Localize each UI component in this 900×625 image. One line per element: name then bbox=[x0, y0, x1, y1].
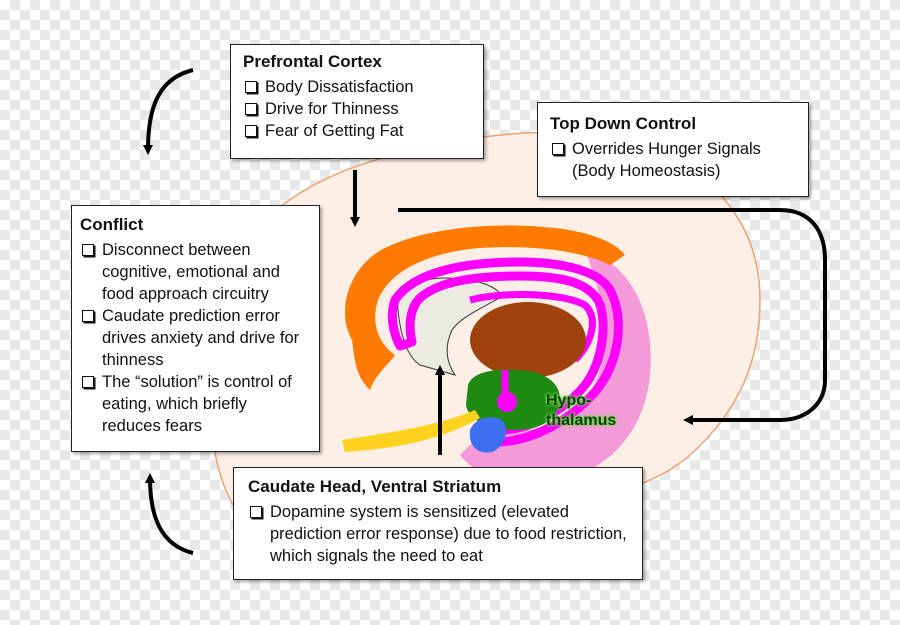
prefrontal-cortex-title: Prefrontal Cortex bbox=[243, 52, 382, 71]
thalamus bbox=[470, 302, 586, 378]
checkbox-icon bbox=[82, 244, 94, 256]
limbic-loop-inner bbox=[469, 291, 596, 363]
top-down-item: Overrides Hunger Signals (Body Homeostas… bbox=[550, 138, 798, 182]
mammillary-body bbox=[497, 392, 517, 412]
caudate-nucleus bbox=[397, 277, 503, 376]
checkbox-icon bbox=[245, 81, 257, 93]
arrow-left-bottom bbox=[145, 473, 194, 555]
cingulate-cortex bbox=[344, 225, 625, 390]
checkbox-icon bbox=[82, 310, 94, 322]
prefrontal-item: Drive for Thinness bbox=[243, 98, 473, 120]
checkbox-icon bbox=[82, 376, 94, 388]
checkbox-icon bbox=[250, 506, 262, 518]
conflict-box: Conflict Disconnect between cognitive, e… bbox=[71, 205, 320, 452]
top-down-control-title: Top Down Control bbox=[550, 114, 697, 133]
conflict-item: Caudate prediction error drives anxiety … bbox=[80, 305, 309, 371]
top-down-control-box: Top Down Control Overrides Hunger Signal… bbox=[537, 102, 809, 197]
checkbox-icon bbox=[552, 143, 564, 155]
conflict-item: The “solution” is control of eating, whi… bbox=[80, 371, 309, 437]
checkbox-icon bbox=[245, 125, 257, 137]
pituitary bbox=[469, 417, 507, 453]
prefrontal-item: Body Dissatisfaction bbox=[243, 76, 473, 98]
caudate-item: Dopamine system is sensitized (elevated … bbox=[248, 501, 630, 567]
arrow-left-top bbox=[143, 68, 194, 155]
caudate-head-box: Caudate Head, Ventral Striatum Dopamine … bbox=[233, 467, 643, 580]
limbic-structures bbox=[387, 257, 623, 447]
prefrontal-item: Fear of Getting Fat bbox=[243, 120, 473, 142]
conflict-item: Disconnect between cognitive, emotional … bbox=[80, 239, 309, 305]
prefrontal-cortex-box: Prefrontal Cortex Body Dissatisfaction D… bbox=[230, 44, 484, 159]
conflict-title: Conflict bbox=[80, 215, 144, 234]
arrow-top-down-loop bbox=[398, 208, 827, 425]
checkbox-icon bbox=[245, 103, 257, 115]
optic-tract bbox=[342, 410, 480, 452]
caudate-head-title: Caudate Head, Ventral Striatum bbox=[248, 477, 502, 496]
hypothalamus-label: Hypo- thalamus bbox=[546, 392, 617, 429]
